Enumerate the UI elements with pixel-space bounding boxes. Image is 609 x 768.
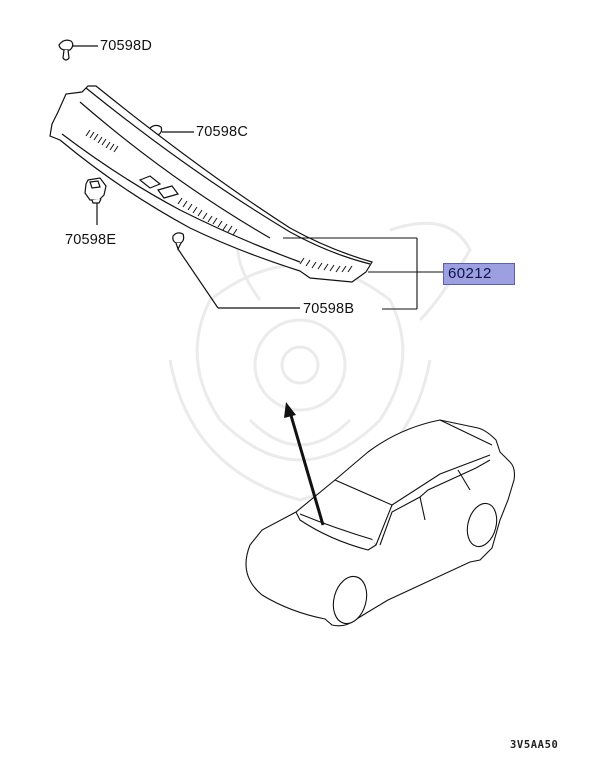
part-label-70598C[interactable]: 70598C: [196, 124, 248, 140]
cowl-top-panel-drawing: [49, 85, 373, 283]
callout-bracket-60212: [283, 237, 443, 310]
vehicle-locator-drawing: [245, 419, 516, 627]
part-callout-60212-highlighted[interactable]: 60212: [443, 263, 515, 285]
part-label-70598D[interactable]: 70598D: [100, 38, 152, 54]
part-label-70598B[interactable]: 70598B: [303, 301, 355, 317]
clip-70598B-icon: [172, 232, 300, 309]
clip-70598E-icon: [84, 177, 107, 225]
watermark-emblem: [168, 221, 472, 502]
clip-70598D-icon: [58, 39, 98, 61]
part-label-70598E[interactable]: 70598E: [65, 232, 117, 248]
diagram-reference-code: 3V5AA50: [510, 739, 559, 751]
locator-arrow-icon: [284, 402, 325, 526]
